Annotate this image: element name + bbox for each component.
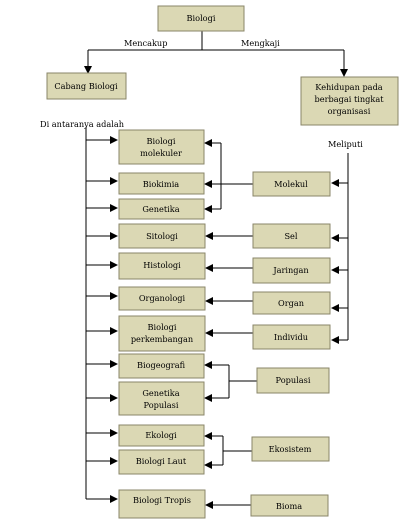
biogeografi-label: Biogeografi (137, 360, 186, 370)
node-organologi: Organologi (118, 286, 206, 311)
biologi-perkembangan-line-1: Biologi (148, 322, 177, 332)
biokimia-label: Biokimia (143, 179, 180, 189)
node-biologi-laut: Biologi Laut (118, 449, 205, 475)
genetika-populasi-line-2: Populasi (144, 400, 179, 410)
edge-label-meliputi: Meliputi (328, 139, 363, 149)
node-organ: Organ (252, 291, 331, 315)
node-biogeografi: Biogeografi (118, 353, 205, 379)
node-biokimia: Biokimia (118, 172, 205, 195)
root-node-biologi: Biologi (157, 5, 245, 32)
molekul-label: Molekul (274, 179, 308, 189)
sel-label: Sel (284, 231, 297, 241)
node-populasi: Populasi (256, 367, 330, 394)
edge-label-mengkaji: Mengkaji (241, 38, 280, 48)
edge-label-di-antaranya: Di antaranya adalah (40, 119, 125, 129)
node-cabang-biologi: Cabang Biologi (46, 72, 127, 100)
node-histologi: Histologi (118, 252, 206, 280)
cabang-biologi-label: Cabang Biologi (54, 81, 118, 91)
ekosistem-label: Ekosistem (269, 444, 312, 454)
biologi-molekuler-line-1: Biologi (147, 136, 176, 146)
ekologi-label: Ekologi (145, 430, 177, 440)
biologi-molekuler-line-2: molekuler (140, 148, 182, 158)
histologi-label: Histologi (143, 260, 181, 270)
node-individu: Individu (252, 324, 331, 350)
bioma-label: Bioma (276, 501, 302, 511)
node-biologi-perkembangan: Biologi perkembangan (118, 315, 206, 352)
node-genetika: Genetika (118, 198, 205, 220)
node-molekul: Molekul (252, 171, 331, 197)
node-bioma: Bioma (250, 494, 329, 517)
node-biologi-molekuler: Biologi molekuler (118, 129, 205, 165)
edge-label-mencakup: Mencakup (124, 38, 167, 48)
kehidupan-line-1: Kehidupan pada (315, 82, 383, 92)
individu-label: Individu (274, 332, 308, 342)
organ-label: Organ (278, 298, 305, 308)
node-biologi-tropis: Biologi Tropis (118, 489, 206, 519)
node-jaringan: Jaringan (252, 257, 331, 284)
jaringan-label: Jaringan (272, 265, 309, 275)
biologi-tropis-label: Biologi Tropis (133, 495, 191, 505)
biologi-laut-label: Biologi Laut (136, 456, 187, 466)
node-kehidupan: Kehidupan pada berbagai tingkat organisa… (300, 76, 399, 126)
node-genetika-populasi: Genetika Populasi (118, 381, 205, 416)
biologi-perkembangan-line-2: perkembangan (131, 334, 194, 344)
kehidupan-line-3: organisasi (328, 106, 371, 116)
node-sitologi: Sitologi (118, 223, 206, 249)
sitologi-label: Sitologi (146, 231, 178, 241)
node-ekosistem: Ekosistem (251, 436, 330, 462)
genetika-populasi-line-1: Genetika (142, 388, 179, 398)
root-label: Biologi (187, 13, 216, 23)
organologi-label: Organologi (139, 293, 186, 303)
node-ekologi: Ekologi (118, 424, 205, 447)
connector-lines (84, 31, 349, 509)
genetika-label: Genetika (142, 204, 179, 214)
populasi-label: Populasi (276, 375, 311, 385)
kehidupan-line-2: berbagai tingkat (314, 94, 384, 104)
node-sel: Sel (252, 223, 331, 249)
